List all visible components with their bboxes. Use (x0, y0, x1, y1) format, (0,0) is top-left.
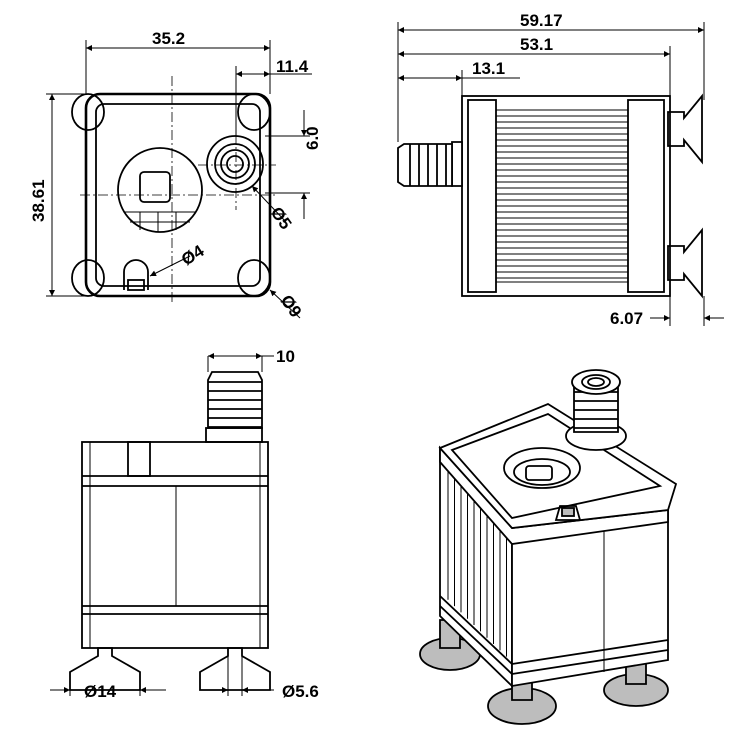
dim-nozzle-10: 10 (276, 347, 295, 366)
dim-offset-6-0: 6.0 (303, 126, 322, 150)
dim-height-38-61: 38.61 (29, 179, 48, 222)
dim-dia-4: Ø4 (178, 241, 208, 269)
top-view: 35.2 11.4 38.61 6.0 Ø5 Ø4 Ø9 (29, 29, 322, 321)
dim-length-59-17: 59.17 (520, 11, 563, 30)
dim-offset-11-4: 11.4 (276, 57, 309, 76)
dim-dia-9: Ø9 (277, 291, 306, 320)
dim-dia-14: Ø14 (84, 682, 117, 701)
dim-length-53-1: 53.1 (520, 35, 553, 54)
dim-dia-5-6: Ø5.6 (282, 682, 319, 701)
isometric-view (419, 369, 678, 725)
dim-foot-6-07: 6.07 (610, 309, 643, 328)
dim-length-13-1: 13.1 (472, 59, 505, 78)
side-view: 59.17 53.1 13.1 6.07 (397, 11, 724, 328)
front-view: 10 Ø14 Ø5.6 (50, 347, 319, 701)
dim-width-35-2: 35.2 (152, 29, 185, 48)
